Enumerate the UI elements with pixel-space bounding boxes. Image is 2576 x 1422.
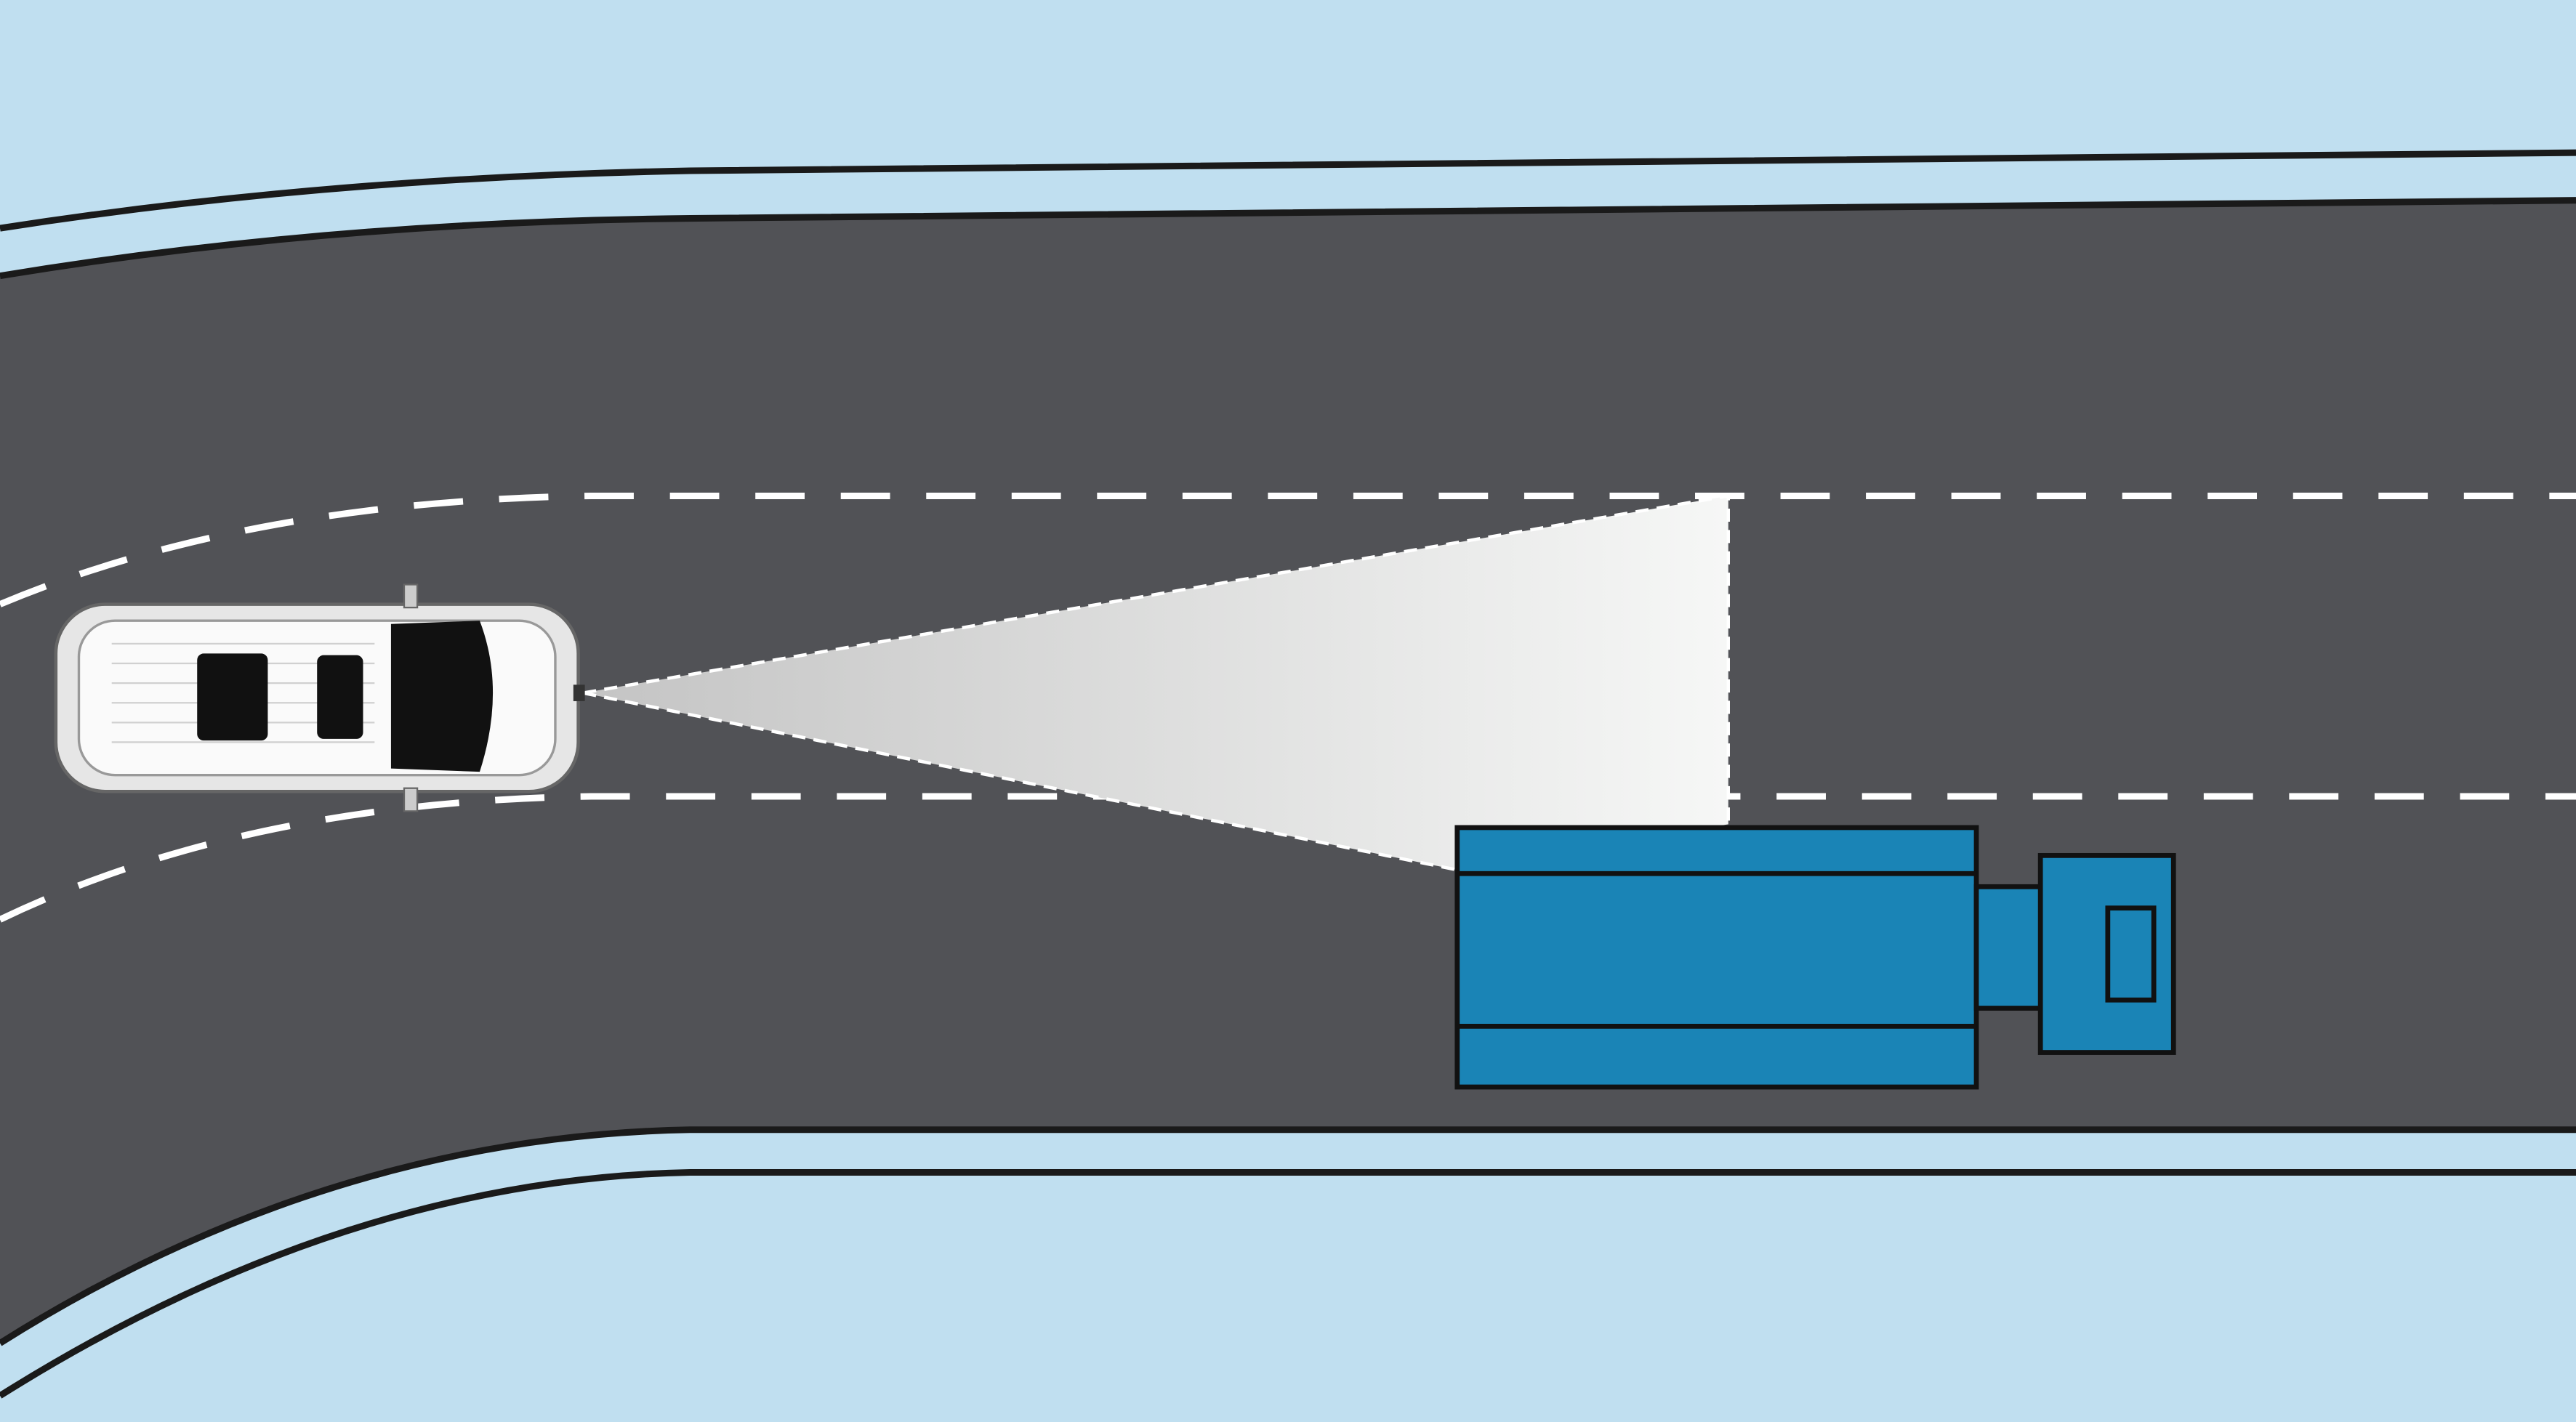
road-edge-top-outer bbox=[0, 149, 2576, 232]
lane-marking-top bbox=[0, 492, 2576, 607]
road-edge-bottom-inner bbox=[0, 1126, 2576, 1346]
truck-hitch bbox=[1973, 884, 2045, 1011]
truck bbox=[1454, 825, 2176, 1090]
car-windshield bbox=[390, 621, 494, 772]
car-sensor bbox=[573, 684, 585, 701]
road-edge-bottom-outer bbox=[0, 1168, 2576, 1399]
lane-marking-bottom bbox=[0, 793, 2576, 923]
car bbox=[54, 583, 585, 812]
car-mirror bbox=[403, 583, 419, 609]
road-edge-top-inner bbox=[0, 197, 2576, 280]
truck-trailer bbox=[1454, 825, 1979, 1090]
sensor-detection-cone bbox=[583, 496, 1728, 870]
car-mirror bbox=[403, 787, 419, 812]
truck-cab-window bbox=[2105, 905, 2157, 1003]
car-sunroof-front bbox=[317, 655, 363, 739]
car-sunroof-rear bbox=[197, 653, 268, 741]
sensor-cone-outline bbox=[582, 493, 1730, 825]
